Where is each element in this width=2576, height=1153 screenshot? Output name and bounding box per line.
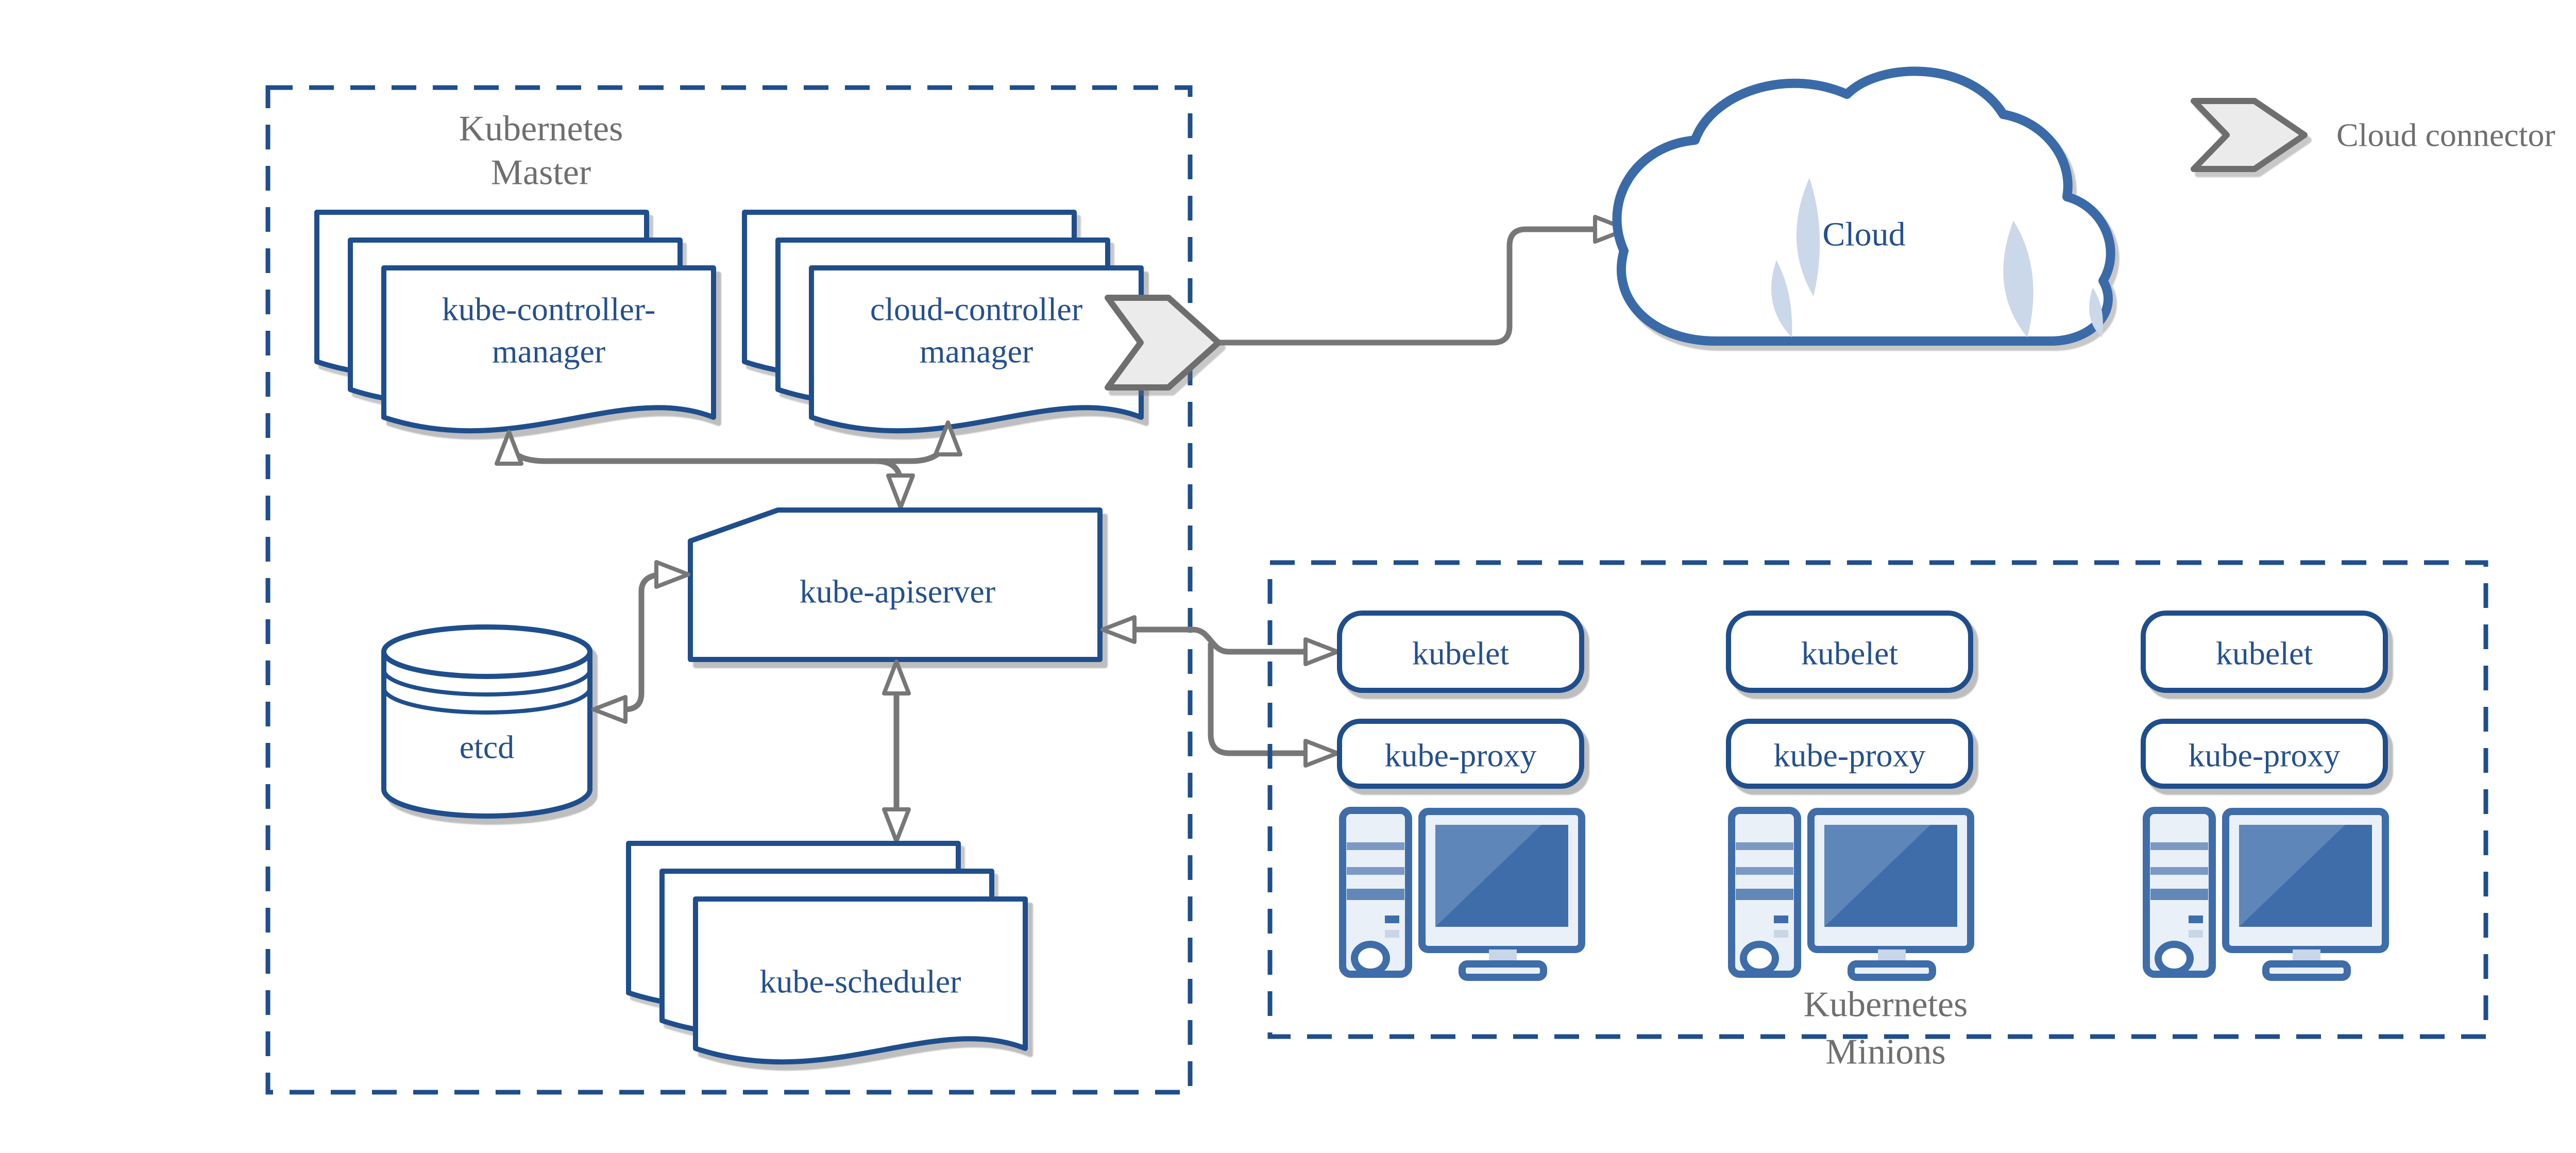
cloud-connector-chevron-icon xyxy=(2191,98,2308,172)
node-cloud: Cloud xyxy=(1612,66,2115,346)
cloud-label: Cloud xyxy=(1822,216,1905,253)
arrowhead-icon xyxy=(1303,739,1340,768)
arrow-apiserver-kubelet xyxy=(1100,615,1340,666)
arrowhead-icon xyxy=(882,807,911,843)
apiserver-card-shape xyxy=(688,507,1103,662)
etcd-ring xyxy=(382,687,592,715)
cloud-crescent xyxy=(1796,178,1820,296)
workstation-icon xyxy=(2146,810,2385,977)
kube-proxy-box xyxy=(2141,719,2388,789)
minions-title-line1: Kubernetes xyxy=(1804,985,1968,1025)
cloud-crescent xyxy=(2089,287,2103,337)
document-sheet-front xyxy=(693,896,1028,1065)
kubelet-box xyxy=(2141,611,2388,693)
node-kube-controller-manager: kube-controller- manager xyxy=(314,210,716,434)
kube-proxy-box xyxy=(1337,719,1584,789)
kubelet-label: kubelet xyxy=(2216,635,2313,672)
arrowhead-icon xyxy=(1593,215,1629,244)
kube-scheduler-label: kube-scheduler xyxy=(760,963,961,1000)
kube-proxy-label: kube-proxy xyxy=(1773,737,1925,774)
node-cloud-controller-manager: cloud-controller manager xyxy=(742,210,1144,434)
arrow-controllers-to-apiserver xyxy=(495,420,962,510)
kube-apiserver-label: kube-apiserver xyxy=(800,573,995,610)
kube-proxy-label: kube-proxy xyxy=(1384,737,1536,774)
arrow-shaft xyxy=(1124,626,1315,655)
legend-cloud-connector: Cloud connector xyxy=(2191,98,2555,172)
arrow-apiserver-kube-proxy xyxy=(1208,643,1340,768)
minion-node-2: kubelet kube-proxy xyxy=(1726,611,1973,977)
kubelet-label: kubelet xyxy=(1412,635,1510,672)
master-title-line2: Master xyxy=(491,153,591,193)
minions-title-line2: Minions xyxy=(1825,1032,1945,1072)
arrow-shaft xyxy=(1220,226,1603,346)
arrowhead-icon xyxy=(591,695,628,724)
etcd-cylinder-top xyxy=(381,624,592,679)
kubernetes-master-boundary xyxy=(265,85,1193,1095)
master-title-line1: Kubernetes xyxy=(459,109,623,149)
document-sheet-front xyxy=(809,265,1144,434)
arrow-cloud-connector xyxy=(1220,215,1629,346)
cloud-crescent xyxy=(2003,221,2033,337)
kube-controller-manager-label-line1: kube-controller- xyxy=(442,291,656,328)
minion-node-1: kubelet kube-proxy xyxy=(1337,611,1584,977)
workstation-icon xyxy=(1343,810,1582,977)
cloud-connector-icon xyxy=(1105,295,1222,391)
kube-proxy-box xyxy=(1726,719,1973,789)
node-etcd: etcd xyxy=(381,624,592,819)
arrow-shaft xyxy=(1208,643,1315,756)
etcd-ring xyxy=(382,669,592,697)
kube-proxy-label: kube-proxy xyxy=(2188,737,2340,774)
minion-node-3: kubelet kube-proxy xyxy=(2141,611,2388,977)
node-kube-apiserver: kube-apiserver xyxy=(688,507,1103,662)
etcd-label: etcd xyxy=(460,729,515,766)
kube-controller-manager-label-line2: manager xyxy=(492,333,605,370)
cloud-crescent xyxy=(1771,260,1792,337)
arrow-apiserver-etcd xyxy=(591,560,690,724)
cloud-icon xyxy=(1612,66,2115,346)
kubelet-box xyxy=(1337,611,1584,693)
cloud-controller-manager-label-line2: manager xyxy=(920,333,1033,370)
arrowhead-icon xyxy=(882,659,911,696)
arrowhead-icon xyxy=(886,473,915,510)
legend-label: Cloud connector xyxy=(2336,117,2555,154)
arrowhead-icon xyxy=(495,430,523,466)
document-sheet-front xyxy=(381,265,716,434)
arrow-shaft xyxy=(618,571,665,713)
arrowhead-icon xyxy=(1303,637,1340,666)
kubelet-label: kubelet xyxy=(1801,635,1899,672)
arrow-shaft xyxy=(506,438,876,464)
kubelet-box xyxy=(1726,611,1973,693)
arrowhead-icon xyxy=(1100,615,1137,644)
workstation-icon xyxy=(1732,810,1971,977)
arrow-apiserver-scheduler xyxy=(882,659,911,843)
arrowhead-icon xyxy=(934,420,962,456)
cloud-controller-manager-label-line1: cloud-controller xyxy=(870,291,1082,328)
node-kube-scheduler: kube-scheduler xyxy=(626,841,1028,1065)
kubernetes-minions-boundary xyxy=(1267,560,2488,1039)
arrowhead-icon xyxy=(654,560,690,589)
